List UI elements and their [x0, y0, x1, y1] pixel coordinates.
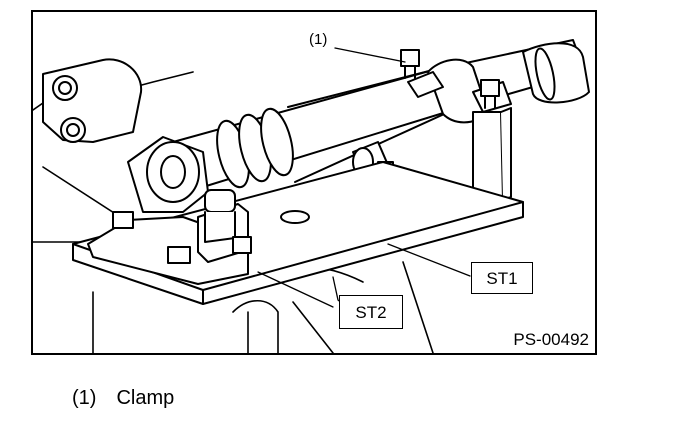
upper-bracket: [42, 58, 143, 143]
support-post: [472, 107, 512, 203]
rack-tube: [172, 39, 590, 189]
label-st2: ST2: [339, 295, 403, 329]
legend-item: (1) Clamp: [72, 388, 174, 408]
clamp-block-st2: [87, 189, 252, 285]
bushing: [127, 136, 209, 213]
clamp: [400, 49, 512, 124]
illustration-frame: (1) ST1 ST2 PS-00492: [31, 10, 597, 355]
callout-1: (1): [309, 31, 328, 48]
legend-text: Clamp: [116, 387, 175, 409]
label-st1: ST1: [471, 262, 533, 294]
steering-gearbox-drawing: [33, 39, 590, 353]
figure-id: PS-00492: [513, 330, 589, 349]
legend-number: (1): [72, 387, 97, 409]
